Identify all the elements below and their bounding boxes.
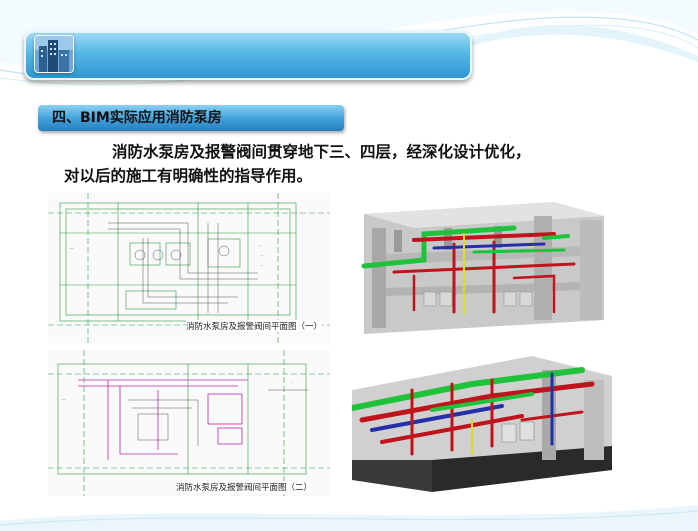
bim-3d-model-2 — [352, 350, 612, 492]
floor-plan-drawing-1: — ··· ··· ··· — [48, 193, 330, 343]
slide-header-bar — [24, 30, 472, 80]
body-line-1: 消防水泵房及报警阀间贯穿地下三、四层，经深化设计优化， — [112, 142, 531, 161]
svg-text:—: — — [70, 246, 74, 250]
body-paragraph: 消防水泵房及报警阀间贯穿地下三、四层，经深化设计优化， 对以后的施工有明确性的指… — [64, 140, 624, 188]
bim-3d-model-1 — [354, 194, 614, 334]
plan-caption-2: 消防水泵房及报警阀间平面图（二） — [176, 481, 313, 493]
section-heading-bar — [38, 105, 344, 131]
background-wave-bottom — [0, 505, 698, 531]
building-logo — [34, 35, 74, 73]
svg-text:···: ··· — [258, 244, 261, 248]
svg-text:···: ··· — [260, 254, 263, 258]
svg-text:··: ·· — [290, 381, 292, 385]
plan-caption-1: 消防水泵房及报警阀间平面图（一） — [186, 320, 323, 332]
body-line-2: 对以后的施工有明确性的指导作用。 — [64, 166, 313, 185]
floor-plan-drawing-2: — ·· — [48, 350, 330, 496]
svg-text:—: — — [62, 397, 66, 401]
svg-text:···: ··· — [260, 264, 263, 268]
section-title: 四、BIM实际应用消防泵房 — [52, 110, 222, 126]
